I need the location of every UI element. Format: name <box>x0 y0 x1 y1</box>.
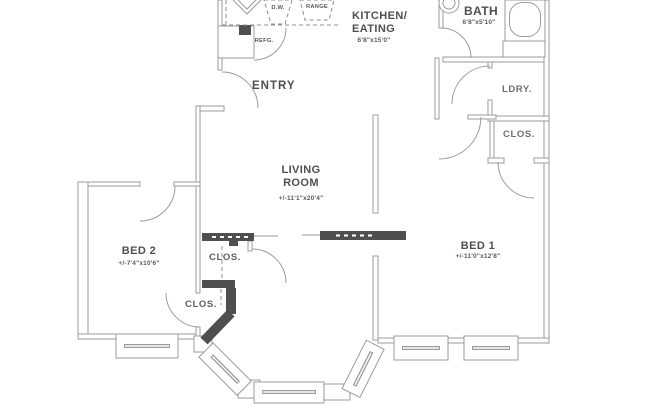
bed2-door-arc <box>139 185 176 222</box>
closet-upper-dark-stub <box>229 241 238 246</box>
bath-cabinet <box>502 40 546 58</box>
closet-right-left-wall <box>489 120 495 162</box>
refrigerator-door-arc <box>253 27 287 61</box>
bathtub-inner <box>509 2 541 37</box>
bay-window-bottom <box>253 381 325 404</box>
closet-upper-label: CLOS. <box>208 252 242 263</box>
dishwasher-outline <box>263 0 293 25</box>
bed1-bottom-wall-c <box>515 337 550 344</box>
living-room-dims: +/-11'1"x20'4" <box>278 195 324 202</box>
closet-right-bottom-b <box>533 157 550 164</box>
closet-lower-label: CLOS. <box>184 299 218 310</box>
bed1-top-wall <box>467 114 497 120</box>
closet-upper-right-stub <box>247 240 253 252</box>
bath-label: BATH <box>463 4 499 18</box>
bed2-dims: +/-7'4"x10'6" <box>118 260 160 267</box>
entry-door-arc <box>221 71 259 109</box>
bath-sink-inner <box>442 0 456 10</box>
closet-lower-dark-top <box>202 280 235 288</box>
closet-upper-door-arc <box>251 248 287 284</box>
bed1-label: BED 1 <box>460 240 496 252</box>
closet-right-bottom-a <box>487 157 505 164</box>
refrigerator-label: REFG. <box>254 38 274 44</box>
closet-right-door-arc <box>497 161 535 199</box>
bed1-door-arc <box>438 116 482 160</box>
bed2-bottom-wall-a <box>77 333 119 340</box>
bed1-window-right <box>463 335 519 361</box>
range-outline <box>299 0 335 21</box>
entry-label: ENTRY <box>252 80 296 92</box>
corner-sink-outline <box>232 0 262 15</box>
bed2-left-wall <box>77 181 89 339</box>
bath-fixtures <box>438 0 546 58</box>
bay-window-right <box>341 339 385 399</box>
door-swings <box>139 27 535 328</box>
closet-lower-dark-diagonal <box>200 309 235 345</box>
kitchen-dark-post <box>239 25 251 35</box>
bath-dims: 6'8"x5'10" <box>462 19 496 26</box>
laundry-label: LDRY. <box>501 84 533 95</box>
bed2-label: BED 2 <box>121 245 157 257</box>
laundry-left-wall-a <box>487 61 493 69</box>
bed2-window <box>115 333 179 359</box>
kitchen-dims: 6'8"x15'0" <box>357 37 391 44</box>
kitchen-fixtures <box>217 0 340 59</box>
bay-window-left <box>198 342 252 396</box>
bath-bottom-wall <box>442 56 549 63</box>
dishwasher-label: D.W. <box>271 5 285 11</box>
corner-sink-bowl <box>237 0 257 10</box>
bed2-closet-wall-a <box>195 185 201 294</box>
bed1-window-left <box>393 335 449 361</box>
range-label: RANGE <box>306 4 328 10</box>
living-bed1-wall-a <box>372 114 379 214</box>
closet-lower-door-arc <box>165 292 201 328</box>
living-bed1-wall-b <box>372 255 379 341</box>
bed2-bottom-wall-b <box>175 333 197 340</box>
windows <box>115 333 519 404</box>
bed2-top-wall-b <box>173 181 201 187</box>
bed1-dims: +/-11'0"x12'8" <box>455 253 501 260</box>
hall-left-wall <box>434 57 440 120</box>
laundry-bottom-wall <box>487 115 550 122</box>
laundry-door-arc <box>451 65 491 105</box>
bath-door-arc <box>440 27 472 59</box>
highlighted-new-walls <box>200 231 406 345</box>
closet-lower-dark-right <box>226 288 236 314</box>
kitchen-label: KITCHEN/ EATING <box>352 10 408 35</box>
left-exterior-wall <box>195 105 201 187</box>
closet-right-label: CLOS. <box>502 129 536 140</box>
living-room-label: LIVING ROOM <box>281 164 321 189</box>
